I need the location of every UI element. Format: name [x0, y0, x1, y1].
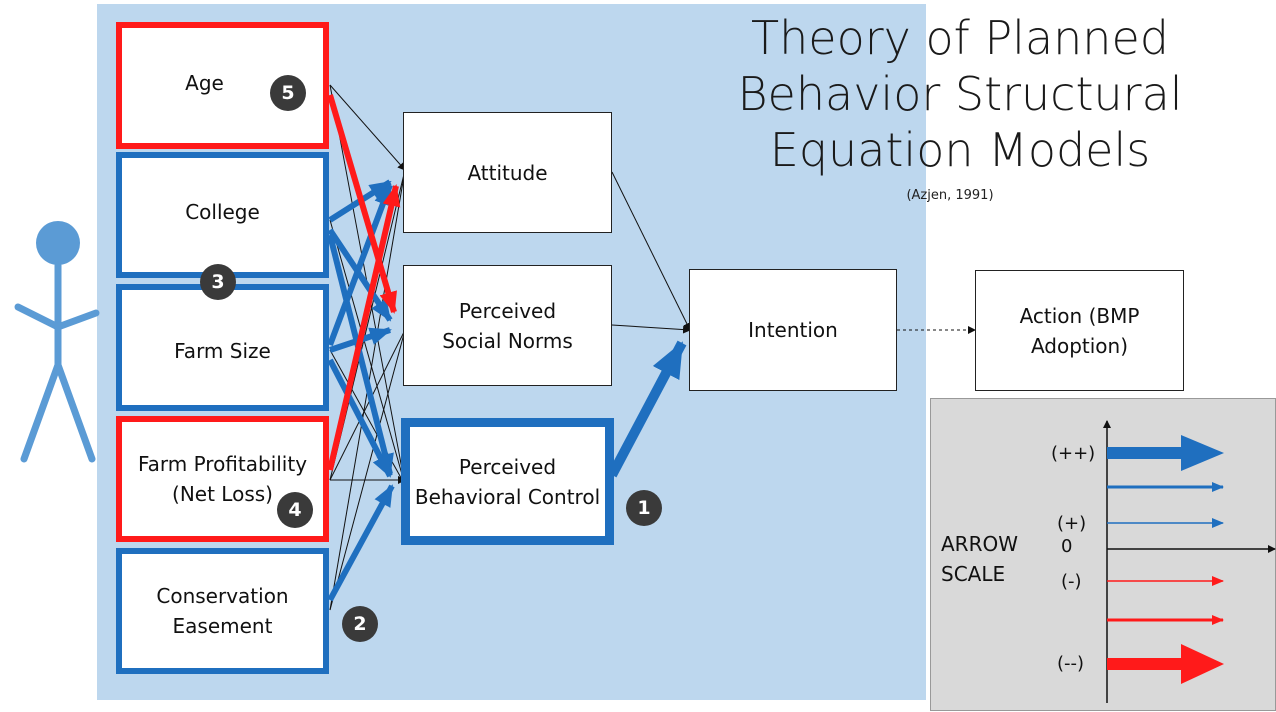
action-box: Action (BMP Adoption) [975, 270, 1184, 391]
badge-5: 5 [270, 75, 306, 111]
action-label: Action (BMP Adoption) [1019, 303, 1140, 358]
arrow-scale-label: ARROW SCALE [941, 532, 1018, 586]
strong-positive-label: (++) [1051, 443, 1096, 464]
strong-negative-label: (--) [1057, 653, 1085, 674]
social-norms-box: Perceived Social Norms [403, 265, 612, 386]
arrow-scale-legend: ARROW SCALE (++) (+) 0 (-) (--) [930, 398, 1276, 711]
negative-paths [327, 94, 401, 471]
intention-box: Intention [689, 269, 897, 391]
intention-label: Intention [748, 318, 838, 342]
arrow-scale-axes [1103, 420, 1276, 703]
farm-size-label: Farm Size [174, 338, 271, 363]
social-norms-label: Perceived Social Norms [442, 298, 573, 353]
positive-label: (+) [1057, 513, 1087, 534]
conservation-easement-box: Conservation Easement [116, 548, 329, 674]
farm-profitability-label: Farm Profitability (Net Loss) [137, 452, 308, 506]
behavioral-control-label: Perceived Behavioral Control [414, 454, 601, 509]
farmer-figure-icon [14, 221, 100, 463]
age-label: Age [185, 70, 224, 95]
pbc-intention-arrow [607, 340, 687, 478]
badge-2: 2 [342, 606, 378, 642]
attitude-label: Attitude [467, 160, 548, 185]
badge-1: 1 [626, 490, 662, 526]
badge-3: 3 [200, 264, 236, 300]
college-label: College [185, 200, 260, 224]
page-title: Theory of Planned Behavior Structural Eq… [737, 11, 1183, 177]
college-box: College [116, 152, 329, 278]
negative-label: (-) [1061, 571, 1082, 592]
attitude-box: Attitude [403, 112, 612, 233]
citation: (Azjen, 1991) [906, 188, 994, 203]
conservation-easement-label: Conservation Easement [156, 584, 289, 638]
badge-4: 4 [277, 492, 313, 528]
farm-size-box: Farm Size [116, 284, 329, 411]
behavioral-control-box: Perceived Behavioral Control [401, 418, 614, 545]
zero-label: 0 [1061, 536, 1073, 557]
